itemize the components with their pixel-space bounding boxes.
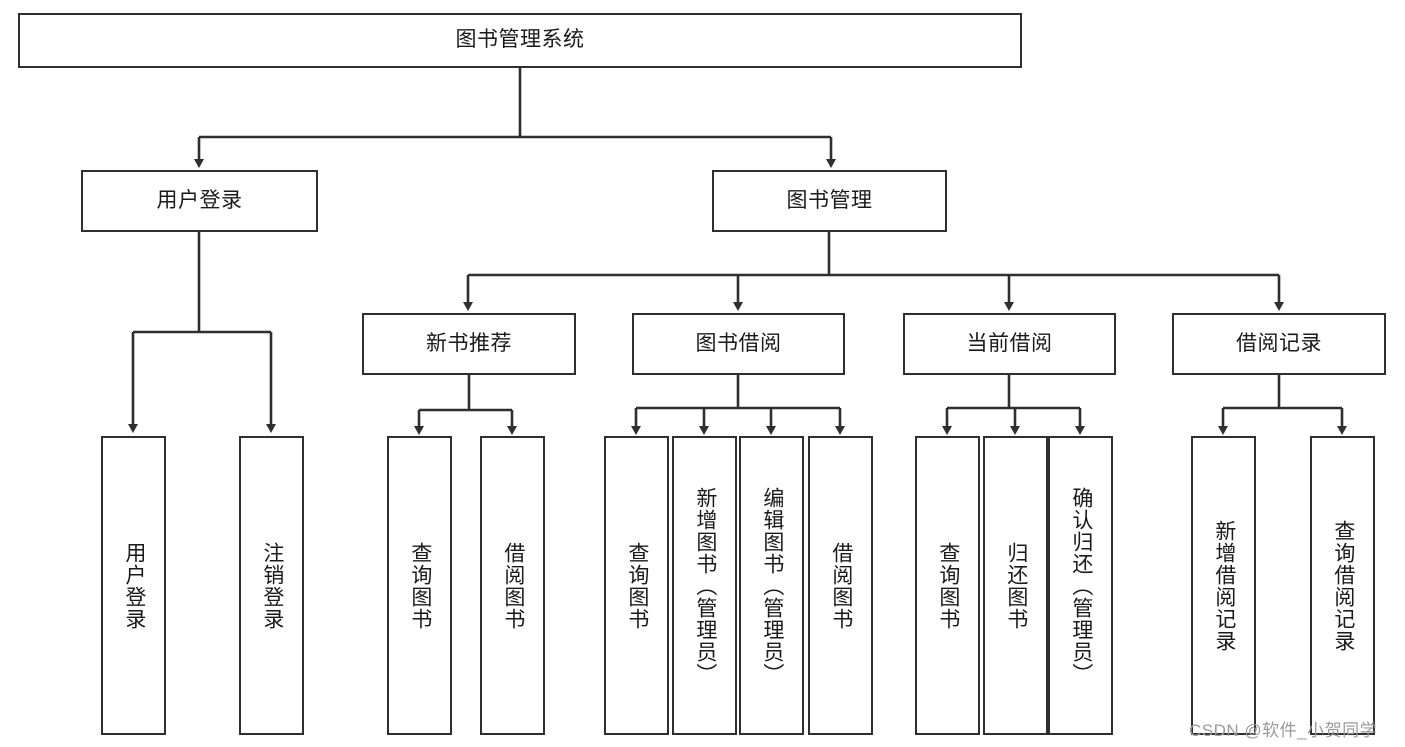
leaf-confirm-return[interactable]: 确认归还（管理员） (1048, 436, 1113, 735)
watermark: CSDN @软件_小贺同学 (1189, 721, 1378, 740)
node-new-book-recommend-label: 新书推荐 (426, 331, 512, 355)
node-current-borrow-label: 当前借阅 (966, 331, 1053, 355)
node-current-borrow[interactable]: 当前借阅 (903, 313, 1116, 375)
leaf-edit-book-label: 编辑图书（管理员） (760, 486, 784, 685)
leaf-logout-login-label: 注销登录 (260, 541, 284, 630)
node-book-borrow[interactable]: 图书借阅 (632, 313, 845, 375)
leaf-query-book-3-label: 查询图书 (936, 541, 960, 630)
leaf-query-book-1[interactable]: 查询图书 (387, 436, 452, 735)
node-book-management[interactable]: 图书管理 (712, 170, 947, 232)
leaf-add-book[interactable]: 新增图书（管理员） (672, 436, 737, 735)
leaf-add-record-label: 新增借阅记录 (1212, 519, 1236, 652)
leaf-query-book-2-label: 查询图书 (625, 541, 649, 630)
node-borrow-record[interactable]: 借阅记录 (1172, 313, 1386, 375)
leaf-return-book[interactable]: 归还图书 (983, 436, 1048, 735)
node-user-login[interactable]: 用户登录 (81, 170, 318, 232)
leaf-query-record-label: 查询借阅记录 (1331, 519, 1355, 652)
leaf-query-record[interactable]: 查询借阅记录 (1310, 436, 1375, 735)
node-book-borrow-label: 图书借阅 (695, 331, 782, 355)
leaf-query-book-3[interactable]: 查询图书 (915, 436, 980, 735)
leaf-logout-login[interactable]: 注销登录 (239, 436, 304, 735)
node-root-label: 图书管理系统 (455, 28, 585, 52)
leaf-return-book-label: 归还图书 (1004, 541, 1028, 630)
leaf-user-login-label: 用户登录 (122, 541, 146, 630)
leaf-borrow-book-1-label: 借阅图书 (501, 541, 525, 630)
leaf-borrow-book-1[interactable]: 借阅图书 (480, 436, 545, 735)
leaf-query-book-1-label: 查询图书 (408, 541, 432, 630)
leaf-add-book-label: 新增图书（管理员） (693, 486, 717, 685)
leaf-edit-book[interactable]: 编辑图书（管理员） (739, 436, 804, 735)
leaf-add-record[interactable]: 新增借阅记录 (1191, 436, 1256, 735)
node-borrow-record-label: 借阅记录 (1236, 331, 1322, 355)
leaf-confirm-return-label: 确认归还（管理员） (1069, 486, 1093, 685)
leaf-borrow-book-2[interactable]: 借阅图书 (808, 436, 873, 735)
node-root[interactable]: 图书管理系统 (18, 13, 1022, 68)
node-new-book-recommend[interactable]: 新书推荐 (362, 313, 576, 375)
leaf-borrow-book-2-label: 借阅图书 (829, 541, 853, 630)
leaf-user-login[interactable]: 用户登录 (101, 436, 166, 735)
node-user-login-label: 用户登录 (156, 188, 243, 212)
node-book-management-label: 图书管理 (786, 188, 873, 212)
leaf-query-book-2[interactable]: 查询图书 (604, 436, 669, 735)
